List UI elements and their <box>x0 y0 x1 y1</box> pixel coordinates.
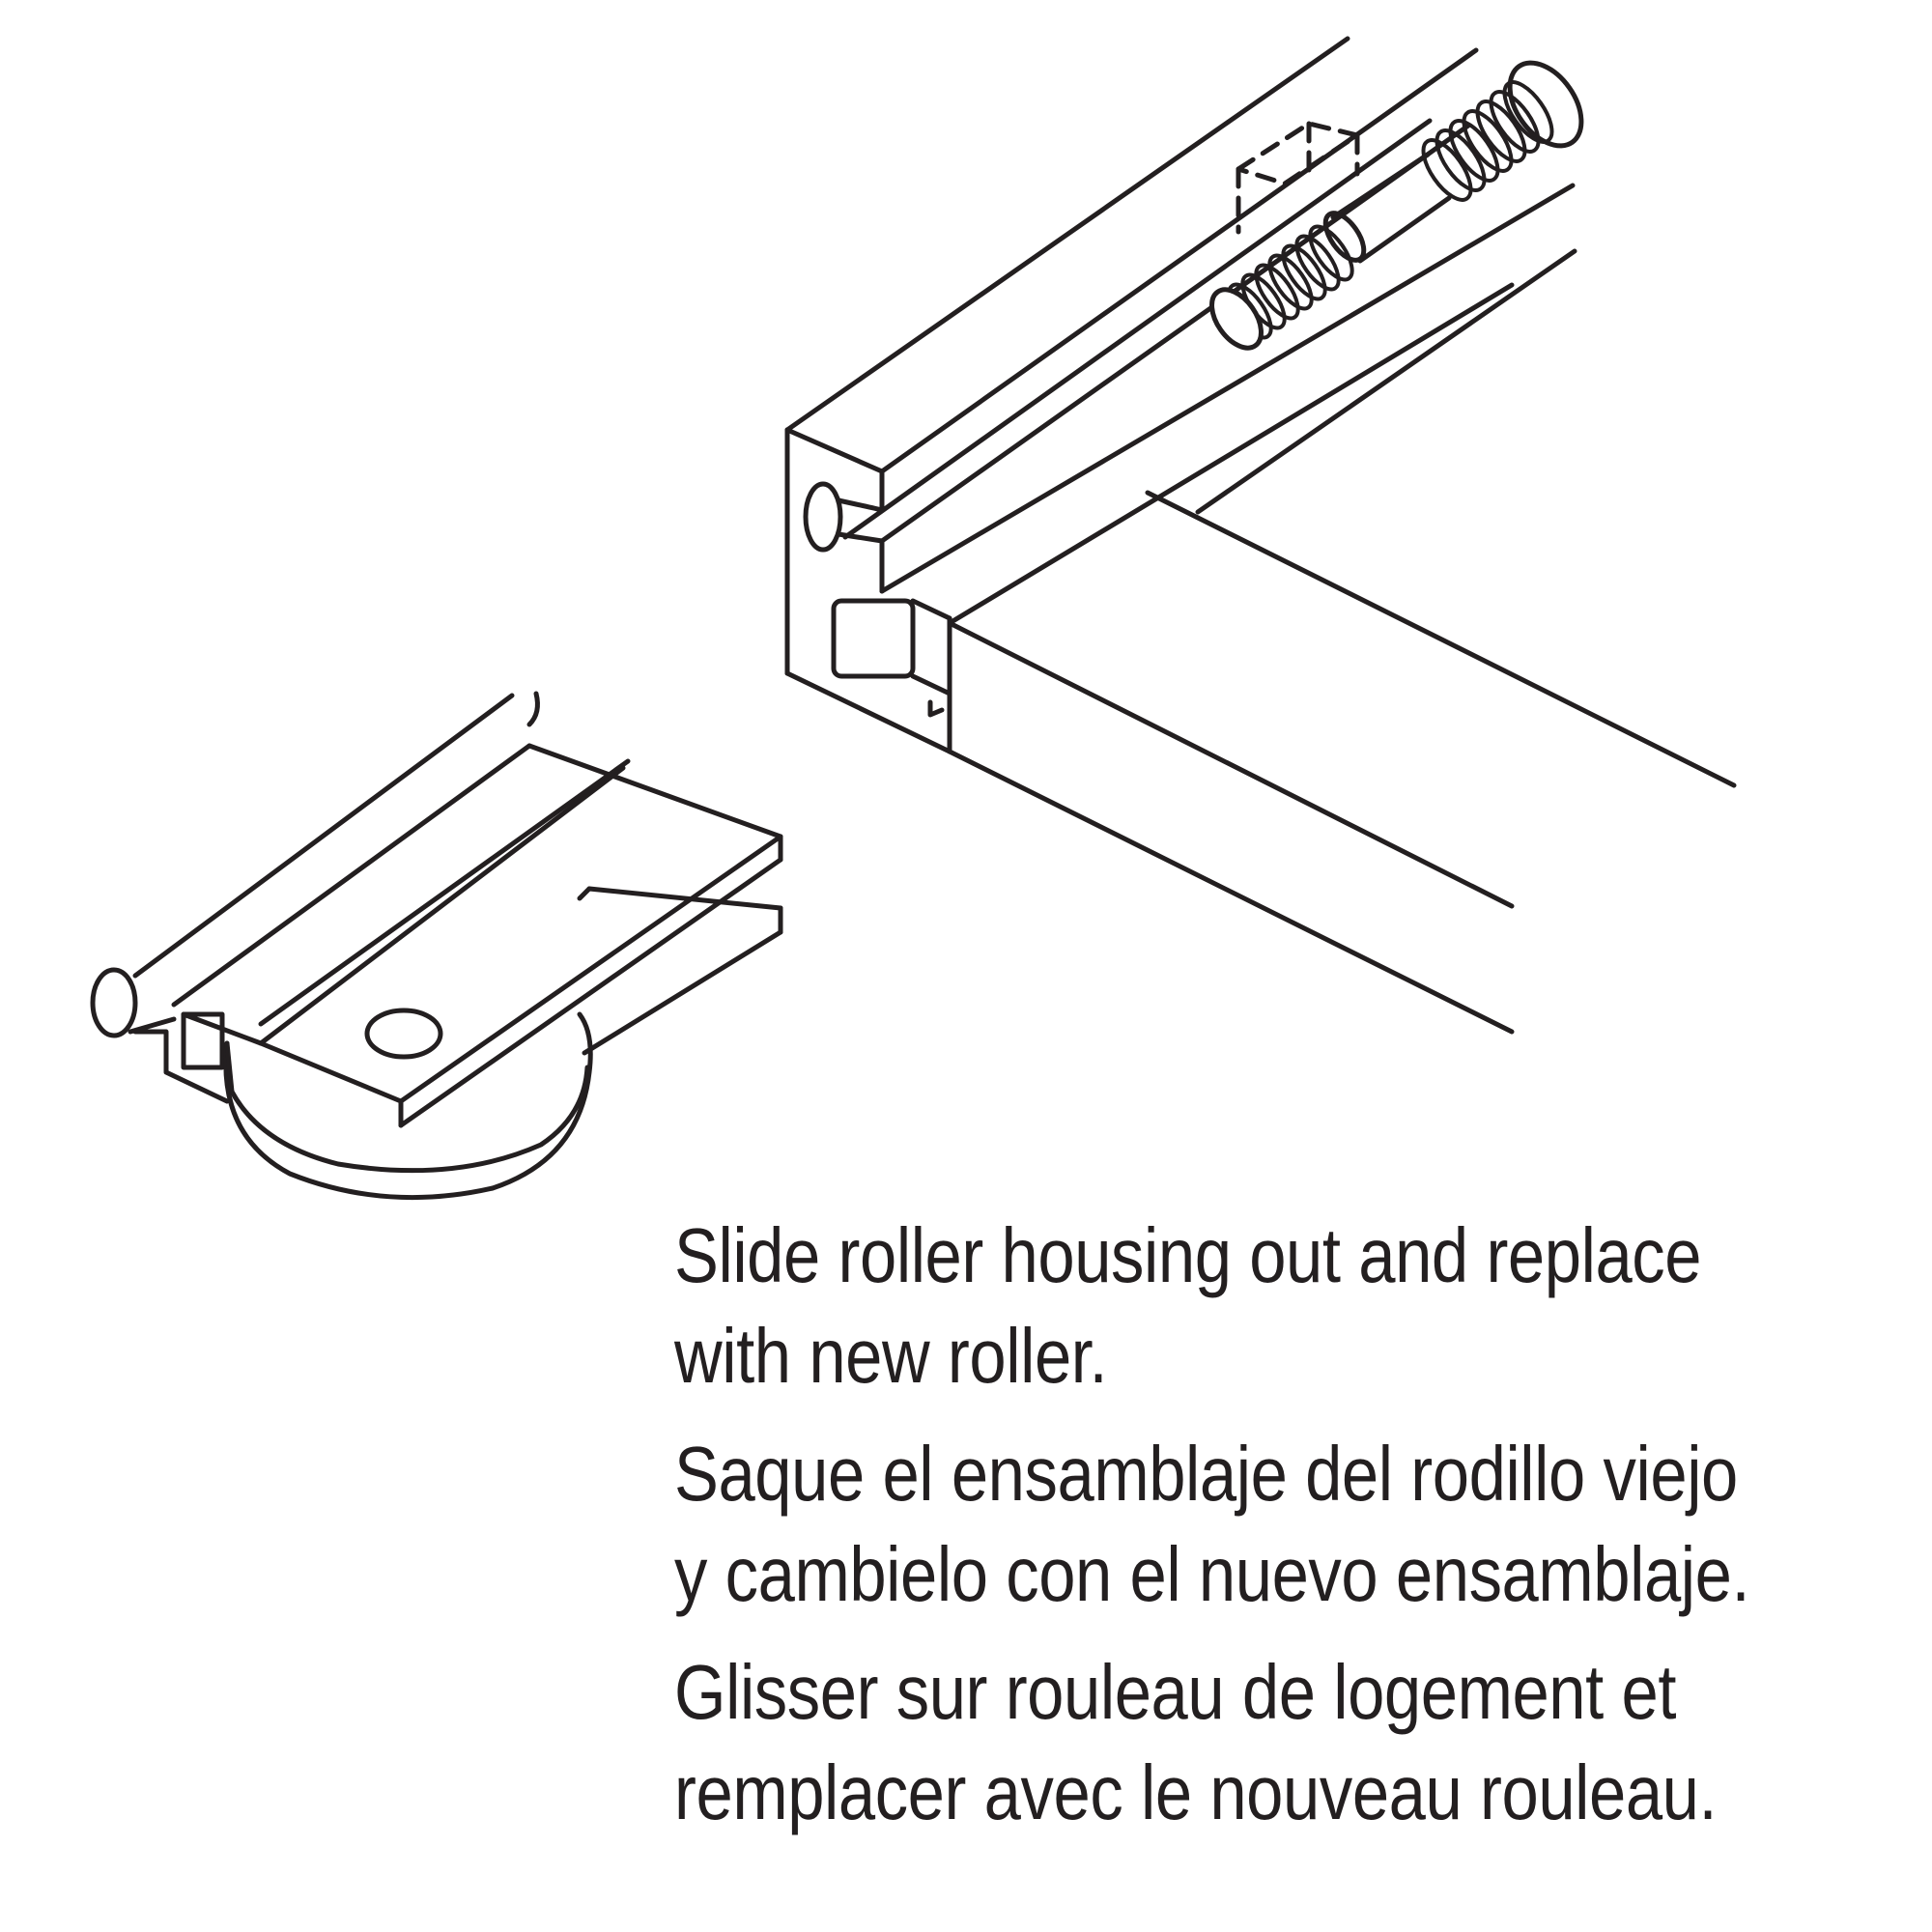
instructions-text-block: Slide roller housing out and replace wit… <box>674 1206 1911 1861</box>
instruction-line: Glisser sur rouleau de logement et <box>674 1649 1677 1735</box>
instruction-english: Slide roller housing out and replace wit… <box>674 1206 1911 1406</box>
roller-wheel <box>223 1011 593 1201</box>
door-frame-rail <box>784 36 1737 1035</box>
instruction-spanish: Saque el ensamblaje del rodillo viejo y … <box>674 1424 1911 1625</box>
instruction-line: with new roller. <box>674 1313 1108 1399</box>
instruction-line: Saque el ensamblaje del rodillo viejo <box>674 1431 1738 1517</box>
instruction-line: remplacer avec le nouveau rouleau. <box>674 1749 1718 1835</box>
adjustment-screw <box>1209 60 1584 351</box>
instruction-line: Slide roller housing out and replace <box>674 1212 1702 1298</box>
instruction-line: y cambielo con el nuevo ensamblaje. <box>674 1531 1750 1617</box>
instruction-french: Glisser sur rouleau de logement et rempl… <box>674 1642 1911 1843</box>
roller-housing <box>90 691 783 1128</box>
